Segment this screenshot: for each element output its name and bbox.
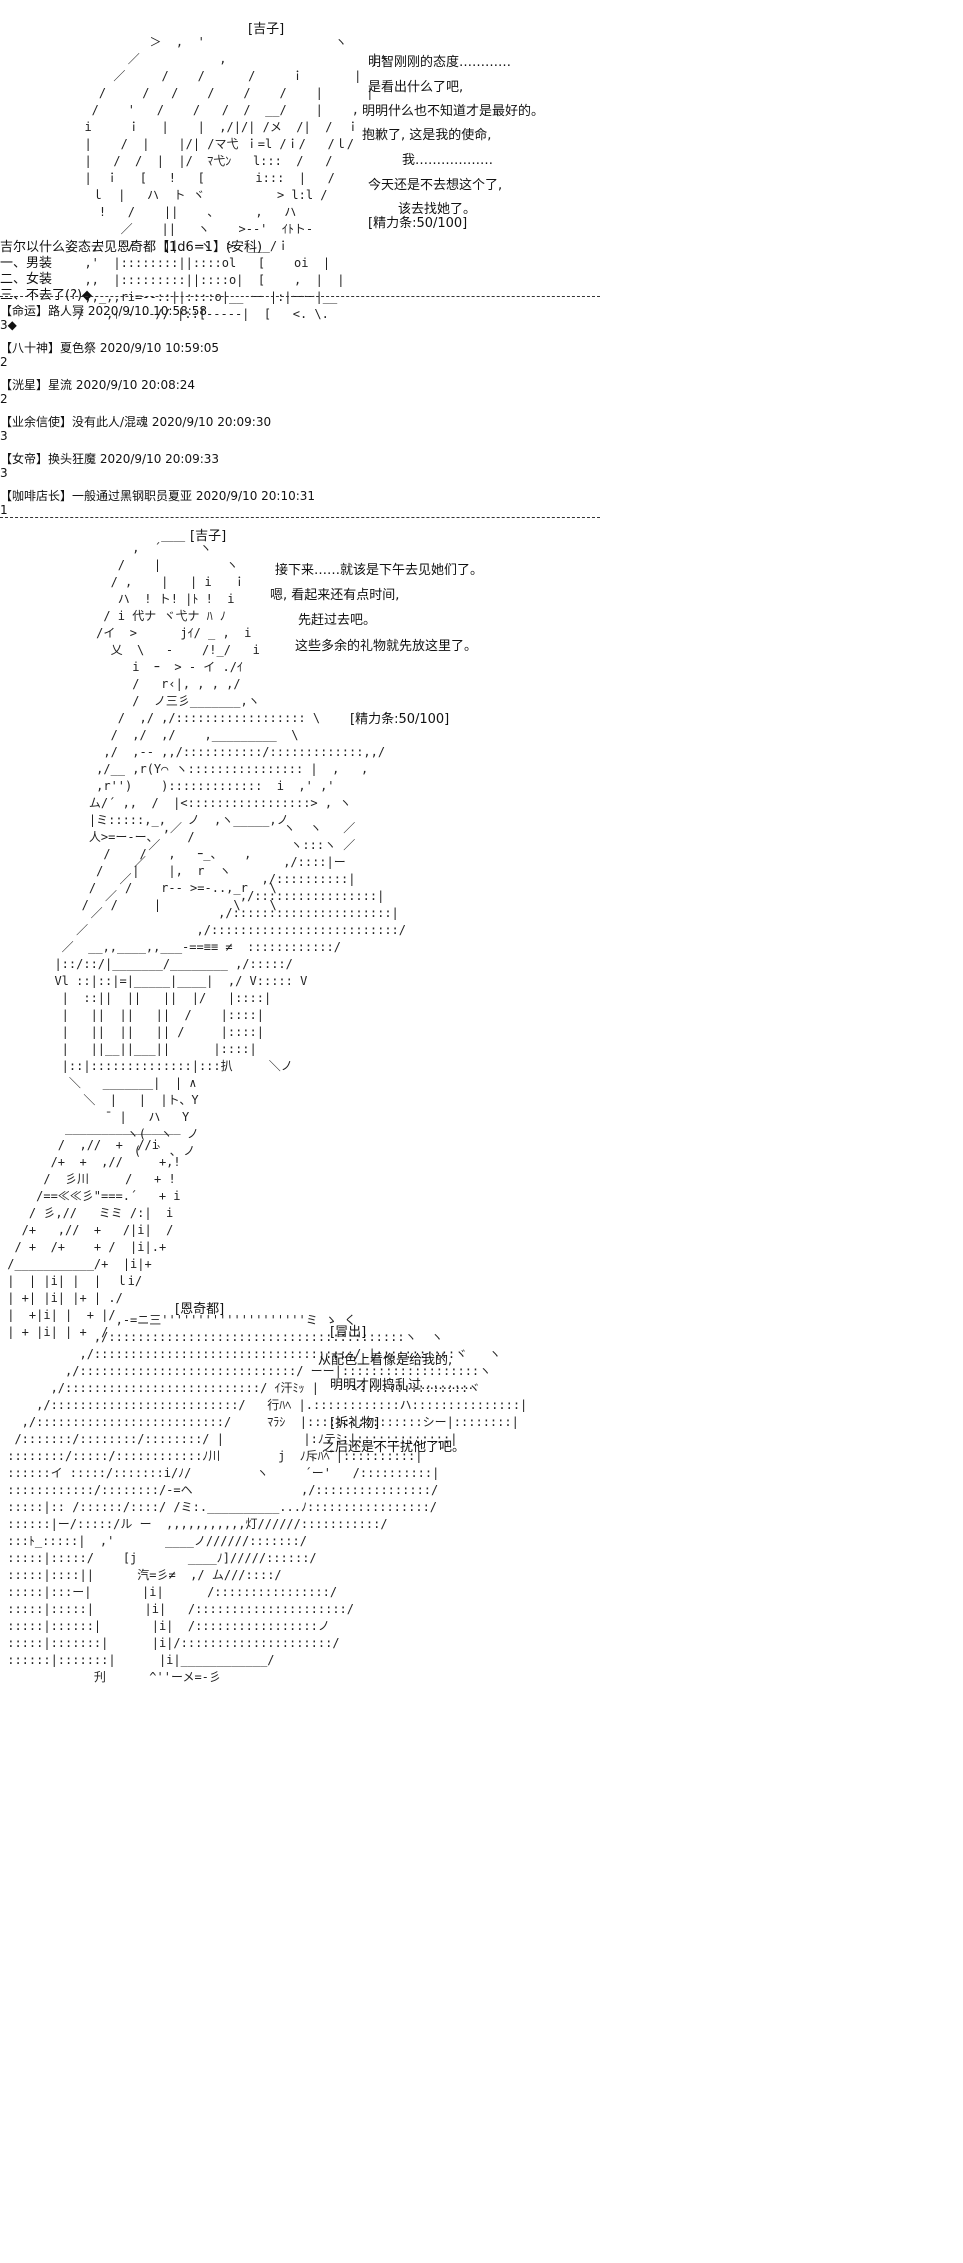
panel3-line-2: 明明才刚捣乱过………… [330,1378,474,1393]
vote-option-2: 二、女装 [0,272,53,287]
panel1-line-5: 我……………… [402,153,494,168]
panel2-character-name: [吉子] [190,529,227,544]
panel1-ascii-art: ＞ , ' ヽ ／ , |ヽ ／ / / / ｉ | / / / / / / |… [77,35,403,321]
post-value: 1 [0,503,8,517]
vote-option-3: 三、不去了(?)◆ [0,288,93,303]
panel1-line-7: 该去找她了。 [398,202,477,217]
panel2-energy-bar: [精力条:50/100] [350,712,450,727]
panel3-character-name: [恩奇都] [175,1302,225,1317]
divider-top [0,296,600,297]
panel3-line-1: 从配色上看像是给我的, [318,1353,453,1368]
panel1-line-6: 今天还是不去想这个了, [368,178,503,193]
panel1-line-4: 抱歉了, 这是我的使命, [362,128,492,143]
divider-bottom [0,517,600,518]
panel1-line-3: 明明什么也不知道才是最好的。 [362,104,545,119]
post-header: 【咖啡店长】一般通过黑钢职员夏亚 2020/9/10 20:10:31 [0,489,316,503]
vote-question: 吉尔以什么姿态去见恩奇都【1d6=1】(安科) [0,240,263,255]
panel1-line-1: 明智刚刚的态度………… [368,55,512,70]
panel3-line-3: 之后还是不干扰他了吧。 [322,1440,466,1455]
panel3-tag-popup: [冒出] [330,1325,367,1340]
post-value: 3◆ [0,318,17,332]
gift-box-ascii-art: ________________ / ,// + //i /+ + ,// +,… [7,1121,181,1339]
panel2-line-1: 接下来……就该是下午去见她们了。 [275,563,484,578]
panel2-line-3: 先赶过去吧。 [298,613,377,628]
post-value: 3 [0,466,8,480]
panel2-ascii-art: , ´￣￣ ヽ / | ヽ / , | | i ｉ ハ ! ト! |ﾄ ! i … [81,541,386,912]
post-value: 2 [0,392,8,406]
post-header: 【洸星】星流 2020/9/10 20:08:24 [0,378,196,392]
post-header: 【女帝】换头狂魔 2020/9/10 20:09:33 [0,452,220,466]
piano-ascii-art: ,／ ヽ ヽ ／ ／ ヽ:::ヽ ／ ／ ,/::::|ー ／ ,/::::::… [54,821,407,1158]
post-header: 【命运】路人冥 2020/9/10 10:58:58 [0,304,208,318]
panel2-line-4: 这些多余的礼物就先放这里了。 [295,639,478,654]
post-header: 【八十神】夏色祭 2020/9/10 10:59:05 [0,341,220,355]
post-value: 2 [0,355,8,369]
panel1-energy-bar: [精力条:50/100] [368,216,468,231]
vote-option-1: 一、男装 [0,256,53,271]
panel1-line-2: 是看出什么了吧, [368,80,464,95]
post-header: 【业余信使】没有此人/混魂 2020/9/10 20:09:30 [0,415,272,429]
panel2-line-2: 嗯, 看起来还有点时间, [270,588,400,603]
panel1-character-name: [吉子] [248,22,285,37]
post-value: 3 [0,429,8,443]
panel3-tag-unwrap: [拆礼物] [330,1416,380,1431]
panel3-ascii-art: ,-=ニ三''''''''''''''''''''ミ ゝ く ,/:::::::… [7,1313,528,1684]
